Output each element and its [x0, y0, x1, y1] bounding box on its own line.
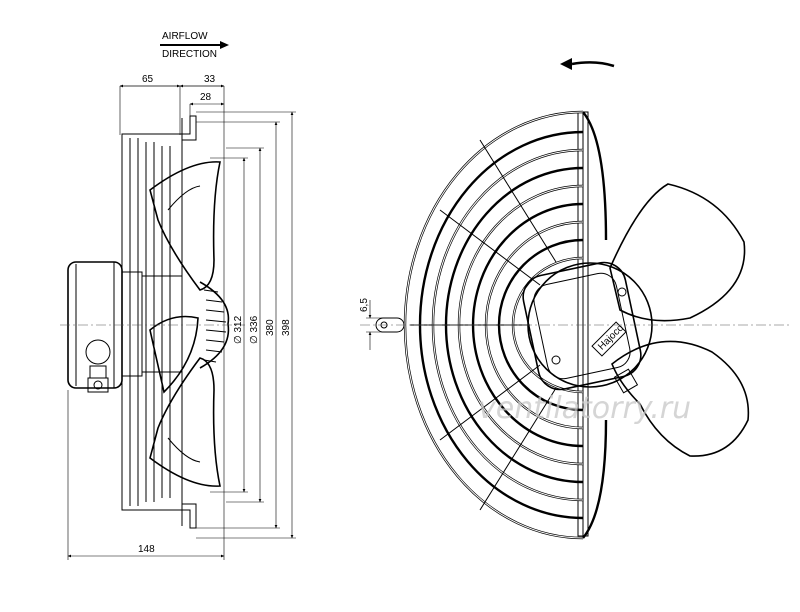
airflow-label-line2: DIRECTION	[162, 49, 217, 60]
brand-plate: Hajoco	[591, 321, 627, 357]
dimension-148: 148	[138, 544, 155, 555]
fan-blades-side	[149, 161, 221, 487]
dimension-398: 398	[281, 319, 292, 336]
diameter-dimension-lines: ∅ 312 ∅ 336 380 398	[196, 111, 296, 539]
terminal-box: Hajoco	[522, 261, 653, 394]
airflow-direction-label: AIRFLOW DIRECTION	[160, 31, 229, 60]
side-grille-frame	[121, 115, 225, 529]
airflow-label-line1: AIRFLOW	[162, 31, 208, 42]
fan-hub	[199, 281, 230, 369]
fan-front-view: Hajoco 6,5	[359, 58, 790, 540]
watermark: ventilatorry.ru	[478, 391, 691, 426]
mounting-flange	[577, 111, 589, 537]
dimension-33: 33	[204, 74, 216, 85]
dimension-65: 65	[142, 74, 154, 85]
tab-offset-dimension: 6,5	[359, 298, 384, 350]
right-arrow-icon	[160, 41, 229, 49]
dimension-dia-312: ∅ 312	[233, 315, 244, 344]
dimension-6-5: 6,5	[359, 298, 370, 312]
curved-left-arrow-icon	[560, 58, 615, 70]
motor-housing	[67, 261, 183, 393]
dimension-380: 380	[265, 319, 276, 336]
dimension-28: 28	[200, 92, 212, 103]
top-dimension-lines: 65 33 28	[119, 74, 225, 135]
dimension-dia-336: ∅ 336	[249, 315, 260, 344]
fan-blades-front	[609, 183, 750, 457]
fan-side-view: 65 33 28	[60, 74, 296, 560]
bottom-dimension: 148	[67, 390, 225, 560]
